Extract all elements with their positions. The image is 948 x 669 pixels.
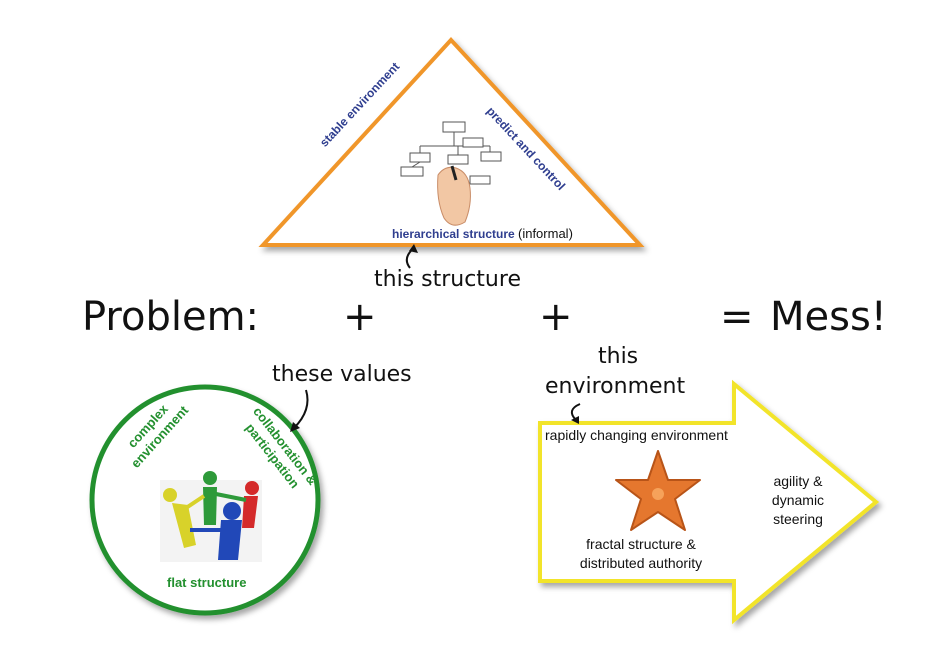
triangle-bottom-suffix: (informal) xyxy=(518,226,573,241)
triangle-bottom-label: hierarchical structure xyxy=(392,227,515,241)
equation-prefix: Problem: xyxy=(82,294,260,340)
people-holding-hands-icon xyxy=(160,471,262,562)
arrow-right-label-line1: agility & xyxy=(773,473,823,489)
starfish-icon xyxy=(615,450,701,531)
values-pointer xyxy=(293,389,309,429)
arrow-bottom-label-line1: fractal structure & xyxy=(586,536,696,552)
equation-plus-2: + xyxy=(539,294,573,340)
environment-arrow xyxy=(538,379,880,625)
this-structure-callout: this structure xyxy=(374,267,521,292)
circle-bottom-label: flat structure xyxy=(167,575,247,590)
arrow-bottom-label: fractal structure & distributed authorit… xyxy=(566,535,716,573)
equation-plus-1: + xyxy=(343,294,377,340)
these-values-callout: these values xyxy=(272,362,412,387)
arrow-right-label-line2: dynamic xyxy=(771,492,825,508)
hierarchy-triangle xyxy=(258,37,645,247)
arrow-top-label: rapidly changing environment xyxy=(545,427,728,443)
equation-result: Mess! xyxy=(770,294,887,340)
equation-equals: = xyxy=(720,294,754,340)
environment-pointer-head xyxy=(571,416,579,424)
this-environment-callout-line1: this xyxy=(598,344,639,369)
arrow-right-label: agility & dynamic steering xyxy=(760,472,836,529)
arrow-right-label-line3: steering xyxy=(773,511,823,527)
values-pointer-head xyxy=(290,422,300,432)
hand-drawing-org-chart-icon xyxy=(400,121,502,226)
structure-pointer-head xyxy=(409,244,418,253)
arrow-bottom-label-line2: distributed authority xyxy=(579,555,703,571)
this-environment-callout-line2: environment xyxy=(545,374,686,399)
